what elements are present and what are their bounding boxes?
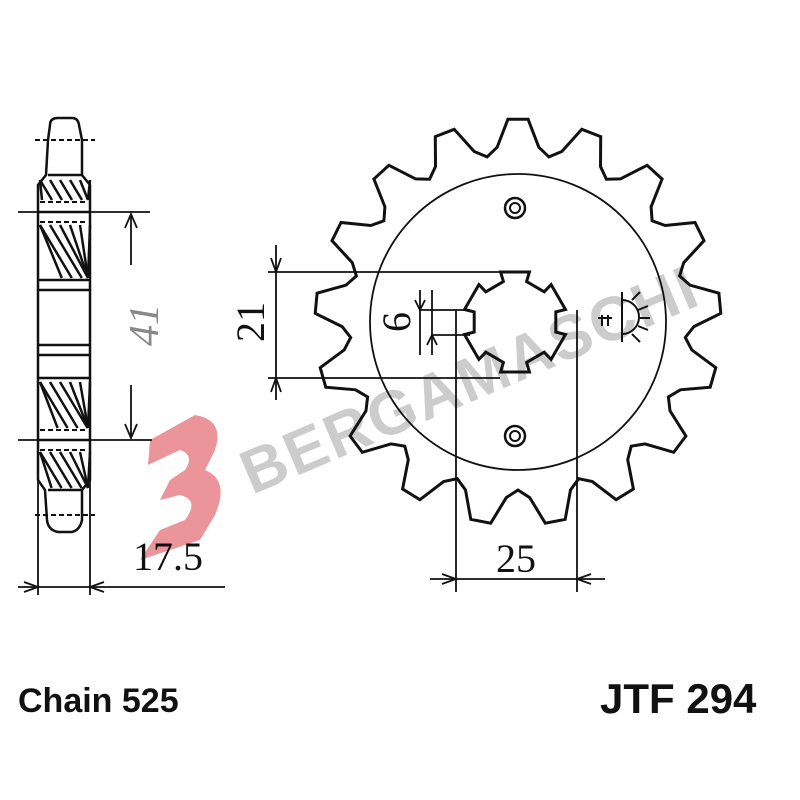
dimension-label-17-5: 17.5 — [133, 534, 203, 579]
dimension-41 — [18, 211, 152, 441]
hatch-line — [38, 224, 63, 279]
hatch-line — [48, 451, 73, 489]
hatch-line — [58, 224, 90, 279]
hatch-line — [58, 451, 83, 489]
hatch-line — [86, 224, 92, 279]
hatch-line — [78, 179, 90, 201]
hatch-line — [68, 179, 84, 201]
hatch-line — [78, 381, 90, 429]
hatch-line — [58, 179, 74, 201]
hatch-line — [68, 451, 90, 489]
dimension-label-41: 41 — [122, 304, 168, 346]
hatch-line — [86, 381, 92, 429]
hatch-line — [78, 451, 90, 489]
watermark: BERGAMASCHI — [140, 253, 709, 560]
hatch-line — [38, 179, 44, 201]
spline-bore — [462, 270, 568, 374]
dimension-6 — [414, 290, 470, 355]
sprocket-teeth-outline — [313, 117, 723, 525]
dimension-25 — [430, 310, 605, 592]
hatch-line — [78, 224, 90, 279]
hatch-line — [86, 451, 92, 489]
sprocket-front-view — [313, 117, 723, 525]
dimension-17-5 — [18, 480, 225, 595]
dimension-label-21: 21 — [228, 302, 273, 342]
hatch-line — [38, 381, 69, 429]
hatch-line — [58, 381, 89, 429]
hatch-line — [38, 224, 73, 279]
hatch-line — [48, 224, 83, 279]
hatch-line — [38, 179, 54, 201]
chain-size-label: Chain 525 — [18, 682, 179, 720]
hatch-line — [38, 381, 59, 429]
dimension-21 — [268, 245, 500, 400]
side-view — [35, 116, 95, 534]
pitch-circle — [369, 173, 667, 471]
hatch-line — [86, 179, 92, 201]
hatch-line — [38, 451, 53, 489]
watermark-logo — [140, 415, 221, 560]
sun-stamp-icon — [598, 291, 650, 343]
hatch-line — [38, 451, 63, 489]
hatch-line — [48, 179, 64, 201]
dimension-label-25: 25 — [496, 536, 536, 581]
part-number-label: JTF 294 — [600, 675, 757, 722]
watermark-text: BERGAMASCHI — [231, 253, 709, 508]
bolt-hole-top — [503, 196, 527, 220]
hatch-line — [68, 224, 90, 279]
hatch-line — [48, 381, 79, 429]
bolt-hole-bottom — [503, 424, 527, 448]
dimension-label-6: 6 — [374, 312, 419, 332]
hatch-line — [68, 381, 90, 429]
